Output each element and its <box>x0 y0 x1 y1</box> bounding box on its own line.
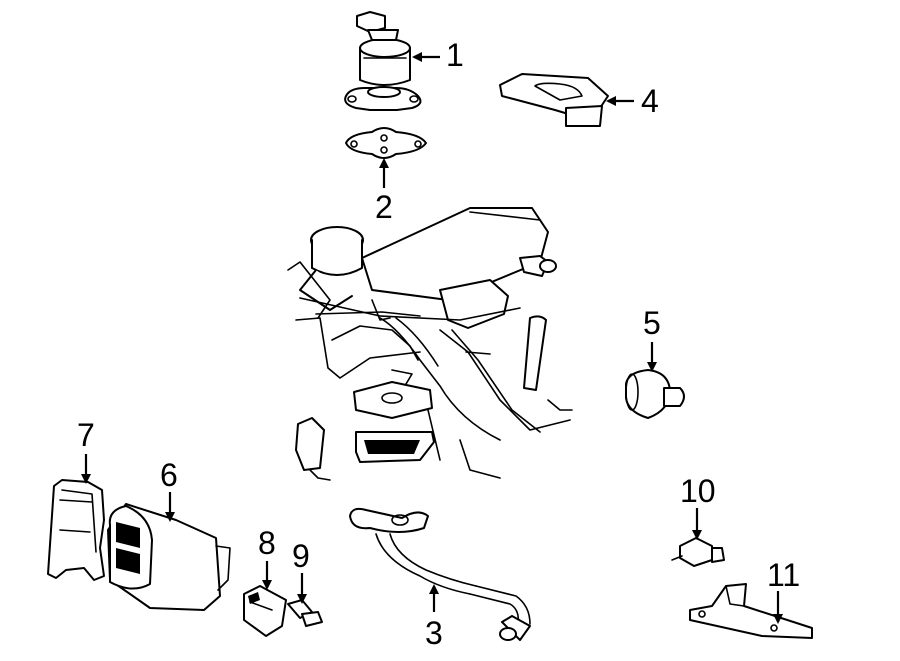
part-2-gasket <box>345 127 427 159</box>
callout-6: 6 <box>160 457 178 493</box>
part-8-solenoid <box>243 585 287 637</box>
callout-5: 5 <box>643 305 661 341</box>
part-4-control-module <box>499 73 609 127</box>
callout-2: 2 <box>375 189 393 225</box>
callout-11: 11 <box>767 557 800 593</box>
callout-10: 10 <box>680 473 716 509</box>
callout-1: 1 <box>446 37 464 73</box>
part-3-egr-pipe <box>349 507 531 641</box>
callout-4: 4 <box>641 83 659 119</box>
callout-leaders <box>81 52 783 624</box>
part-7-heat-shield <box>47 479 105 581</box>
callout-7: 7 <box>77 417 95 453</box>
part-10-valve <box>671 537 725 567</box>
engine-assembly <box>287 207 573 481</box>
callout-labels: 1 2 3 4 5 6 7 8 9 10 11 <box>77 37 800 651</box>
part-6-canister <box>107 503 231 611</box>
callout-3: 3 <box>425 615 443 651</box>
callout-8: 8 <box>258 525 276 561</box>
part-9-connector <box>287 599 323 627</box>
part-5-sensor <box>625 369 685 419</box>
part-1-egr-valve <box>344 11 422 111</box>
callout-9: 9 <box>292 538 310 574</box>
